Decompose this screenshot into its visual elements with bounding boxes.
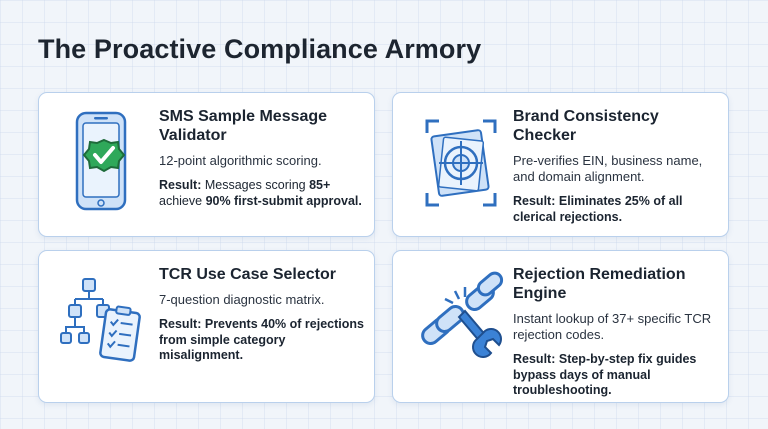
smartphone-checkmark-icon xyxy=(59,107,159,227)
result-highlight: 90% first-submit approval. xyxy=(205,193,362,208)
result-text: achieve xyxy=(159,193,206,208)
result-highlight: 85+ xyxy=(309,178,331,192)
card-title: Rejection Remediation Engine xyxy=(513,266,686,302)
result-text: Prevents 40% of rejections from simple c… xyxy=(159,317,364,362)
card-tcr-selector[interactable]: TCR Use Case Selector 7-question diagnos… xyxy=(38,250,375,403)
card-result: Result: Step-by-step fix guides bypass d… xyxy=(513,352,718,399)
card-title: SMS Sample Message Validator xyxy=(159,108,328,144)
page-title: The Proactive Compliance Armory xyxy=(38,34,482,64)
result-label: Result: xyxy=(159,317,202,331)
card-brand-checker[interactable]: Brand Consistency Checker Pre-verifies E… xyxy=(392,92,729,237)
card-description: 12-point algorithmic scoring. xyxy=(159,153,322,168)
result-text: Eliminates 25% of all clerical rejection… xyxy=(513,194,683,224)
broken-chain-wrench-icon xyxy=(413,265,513,385)
card-description: 7-question diagnostic matrix. xyxy=(159,292,325,307)
decision-tree-clipboard-icon xyxy=(59,265,159,385)
card-description: Instant lookup of 37+ specific TCR rejec… xyxy=(513,311,712,342)
crosshair-target-icon xyxy=(413,107,513,227)
card-result: Result: Messages scoring 85+ achieve 90%… xyxy=(159,178,364,209)
card-sms-validator[interactable]: SMS Sample Message Validator 12-point al… xyxy=(38,92,375,237)
card-result: Result: Prevents 40% of rejections from … xyxy=(159,317,364,364)
card-title: TCR Use Case Selector xyxy=(159,266,336,283)
result-text: Step-by-step fix guides bypass days of m… xyxy=(513,352,697,397)
result-label: Result: xyxy=(159,178,202,192)
card-result: Result: Eliminates 25% of all clerical r… xyxy=(513,194,718,225)
card-title: Brand Consistency Checker xyxy=(513,108,659,144)
card-rejection-engine[interactable]: Rejection Remediation Engine Instant loo… xyxy=(392,250,729,403)
card-description: Pre-verifies EIN, business name, and dom… xyxy=(513,153,703,184)
result-label: Result: xyxy=(513,194,556,208)
result-label: Result: xyxy=(513,352,556,366)
result-text: Messages scoring xyxy=(204,178,310,192)
